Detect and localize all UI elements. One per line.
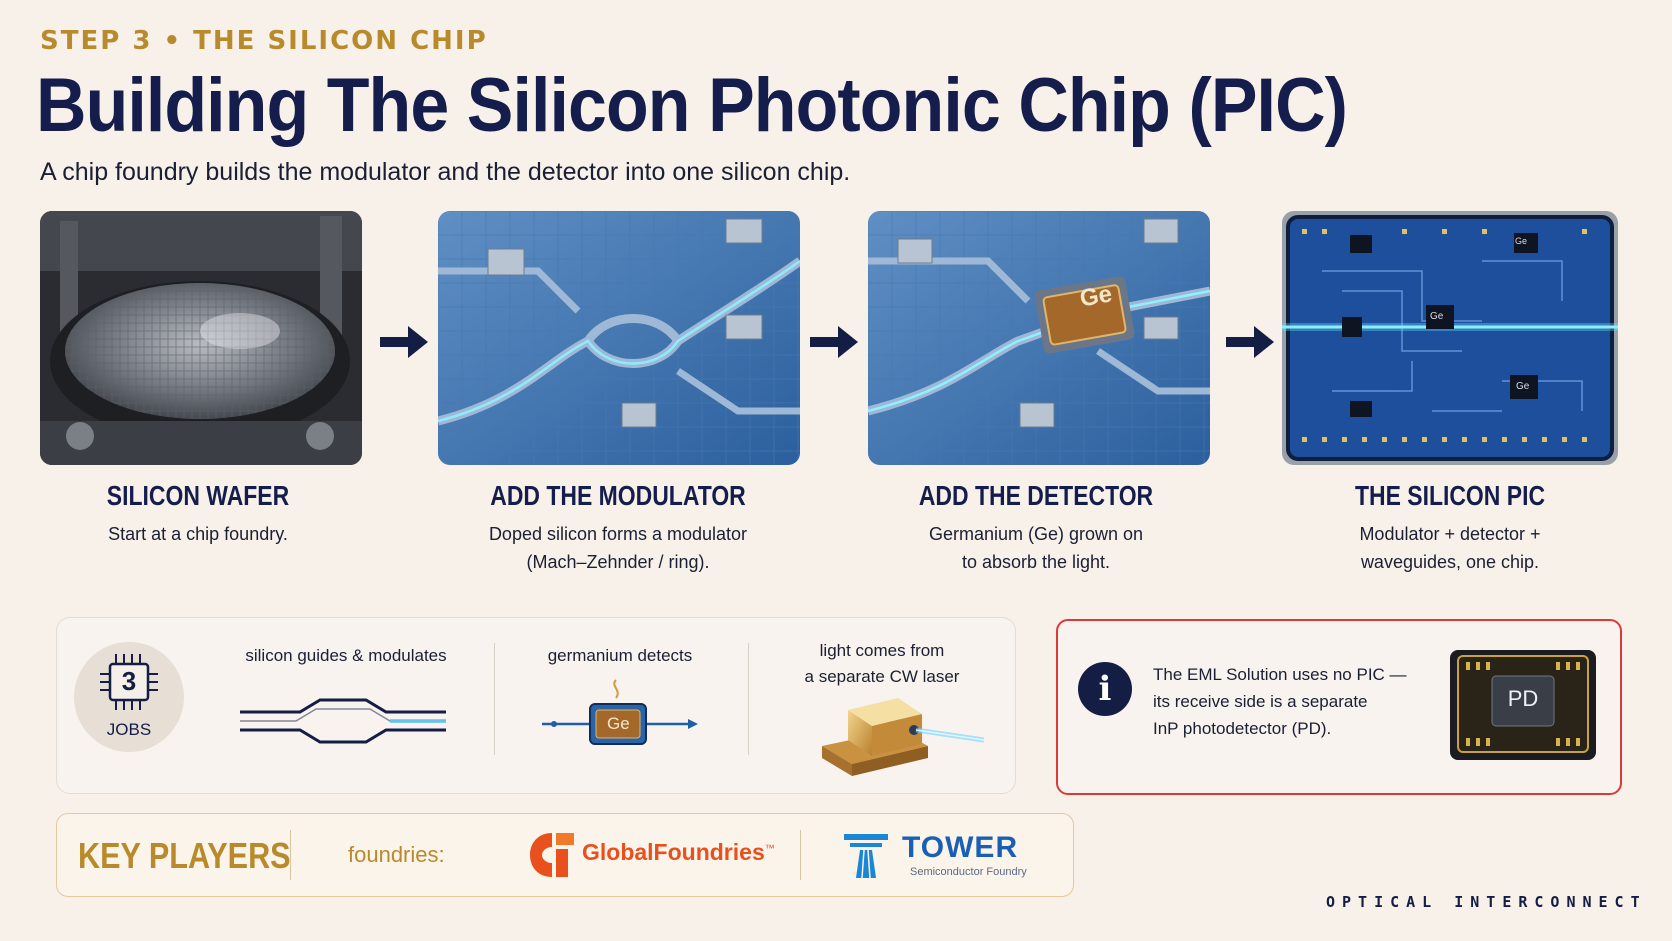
- globalfoundries-logo-icon: [528, 831, 576, 879]
- tower-subtitle: Semiconductor Foundry: [910, 866, 1027, 878]
- arrow-right-icon: [1224, 322, 1276, 362]
- pd-chip-image: [1448, 646, 1598, 764]
- step-desc-detector: Germanium (Ge) grown on to absorb the li…: [928, 524, 1144, 572]
- detector-image: Ge: [868, 211, 1210, 465]
- globalfoundries-name: GlobalFoundries™: [582, 839, 775, 865]
- key-players-title: KEY PLAYERS: [78, 835, 291, 876]
- eml-info-text: The EML Solution uses no PIC — its recei…: [1153, 665, 1407, 738]
- jobs-count: 3: [121, 666, 137, 696]
- step-title-pic: THE SILICON PIC: [1354, 480, 1546, 511]
- page-title: Building The Silicon Photonic Chip (PIC): [36, 63, 1348, 148]
- chip-icon: [96, 652, 162, 712]
- job-divider: [494, 643, 495, 755]
- silicon-wafer-image: [40, 211, 362, 465]
- step-desc-modulator: Doped silicon forms a modulator (Mach–Ze…: [488, 524, 748, 572]
- foundries-label: foundries:: [348, 842, 445, 867]
- job-silicon-text: silicon guides & modulates: [245, 646, 447, 665]
- brand-footer: OPTICAL INTERCONNECT: [1326, 893, 1647, 911]
- players-divider: [800, 830, 801, 880]
- germanium-detector-icon: [542, 676, 698, 748]
- job-laser-text: light comes from a separate CW laser: [804, 641, 960, 686]
- page-subtitle: A chip foundry builds the modulator and …: [40, 158, 851, 186]
- cw-laser-icon: [818, 690, 985, 782]
- job-divider: [748, 643, 749, 755]
- step-title-detector: ADD THE DETECTOR: [918, 480, 1154, 511]
- ge-chip-label: Ge: [1430, 311, 1444, 322]
- mach-zehnder-icon: [240, 694, 446, 748]
- ge-chip-label: Ge: [607, 714, 630, 733]
- players-divider: [290, 830, 291, 880]
- arrow-right-icon: [378, 322, 430, 362]
- arrow-right-icon: [808, 322, 860, 362]
- tower-name: TOWER: [902, 831, 1019, 864]
- ge-chip-label: Ge: [1516, 381, 1530, 392]
- modulator-image: [438, 211, 800, 465]
- step-desc-wafer: Start at a chip foundry.: [108, 524, 288, 544]
- step-title-modulator: ADD THE MODULATOR: [490, 480, 746, 511]
- jobs-label: JOBS: [106, 720, 152, 739]
- ge-chip-label: Ge: [1077, 280, 1115, 313]
- silicon-pic-image: Ge Ge Ge: [1282, 211, 1618, 465]
- ge-chip-label: Ge: [1515, 236, 1528, 246]
- pd-chip-label: PD: [1507, 686, 1539, 711]
- step-desc-pic: Modulator + detector + waveguides, one c…: [1359, 524, 1541, 572]
- tower-logo-icon: [842, 832, 890, 880]
- info-icon: i: [1078, 662, 1132, 716]
- step-title-wafer: SILICON WAFER: [106, 480, 290, 511]
- job-germanium-text: germanium detects: [547, 646, 693, 665]
- step-kicker: STEP 3 • THE SILICON CHIP: [40, 26, 488, 56]
